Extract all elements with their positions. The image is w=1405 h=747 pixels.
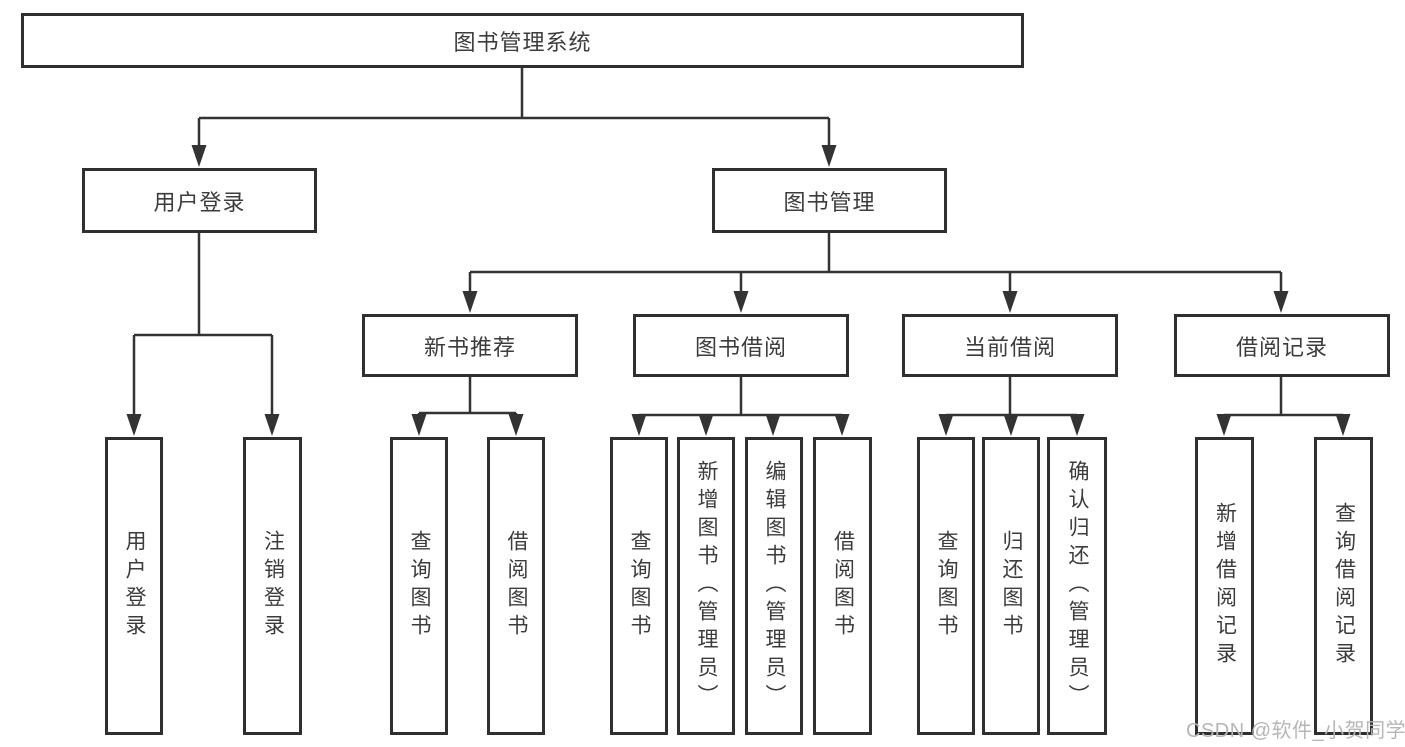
leaf-confirm-return-admin: 确认归还（管理员） <box>1047 437 1107 735</box>
node-user-login-group-label: 用户登录 <box>153 189 246 215</box>
leaf-query-books-1: 查询图书 <box>390 437 448 735</box>
leaf-logout: 注销登录 <box>243 437 302 735</box>
node-borrow-records-label: 借阅记录 <box>1235 334 1328 360</box>
leaf-return-books-label: 归还图书 <box>1000 530 1023 642</box>
node-new-book-recommend: 新书推荐 <box>362 314 578 377</box>
leaf-borrow-books-2-label: 借阅图书 <box>831 530 855 642</box>
leaf-query-borrow-record: 查询借阅记录 <box>1314 437 1373 735</box>
leaf-user-login: 用户登录 <box>105 437 163 735</box>
leaf-add-borrow-record-label: 新增借阅记录 <box>1213 502 1237 670</box>
node-borrow-records: 借阅记录 <box>1174 314 1390 377</box>
leaf-add-borrow-record: 新增借阅记录 <box>1195 437 1254 735</box>
leaf-query-borrow-record-label: 查询借阅记录 <box>1332 502 1356 670</box>
leaf-edit-books-admin: 编辑图书（管理员） <box>745 437 803 735</box>
node-root: 图书管理系统 <box>21 13 1024 68</box>
node-new-book-recommend-label: 新书推荐 <box>423 334 516 360</box>
watermark-text: CSDN @软件_小贺同学 <box>1186 720 1405 742</box>
node-book-borrow-label: 图书借阅 <box>694 334 787 360</box>
leaf-user-login-label: 用户登录 <box>123 530 146 642</box>
leaf-borrow-books-1: 借阅图书 <box>487 437 545 735</box>
leaf-borrow-books-1-label: 借阅图书 <box>505 530 528 642</box>
leaf-borrow-books-2: 借阅图书 <box>813 437 872 735</box>
leaf-confirm-return-admin-label: 确认归还（管理员） <box>1066 460 1089 712</box>
leaf-add-books-admin: 新增图书（管理员） <box>677 437 735 735</box>
node-book-borrow: 图书借阅 <box>633 314 849 377</box>
leaf-query-books-2-label: 查询图书 <box>628 530 651 642</box>
node-book-management: 图书管理 <box>712 168 947 233</box>
node-current-borrow-label: 当前借阅 <box>963 334 1056 360</box>
leaf-return-books: 归还图书 <box>982 437 1040 735</box>
leaf-edit-books-admin-label: 编辑图书（管理员） <box>763 460 786 712</box>
node-current-borrow: 当前借阅 <box>902 314 1118 377</box>
leaf-logout-label: 注销登录 <box>261 530 285 642</box>
leaf-query-books-1-label: 查询图书 <box>408 530 431 642</box>
leaf-query-books-3-label: 查询图书 <box>935 530 958 642</box>
leaf-add-books-admin-label: 新增图书（管理员） <box>695 460 718 712</box>
leaf-query-books-3: 查询图书 <box>917 437 975 735</box>
leaf-query-books-2: 查询图书 <box>610 437 668 735</box>
node-book-management-label: 图书管理 <box>783 189 876 215</box>
node-root-label: 图书管理系统 <box>453 29 592 55</box>
node-user-login-group: 用户登录 <box>82 168 317 233</box>
